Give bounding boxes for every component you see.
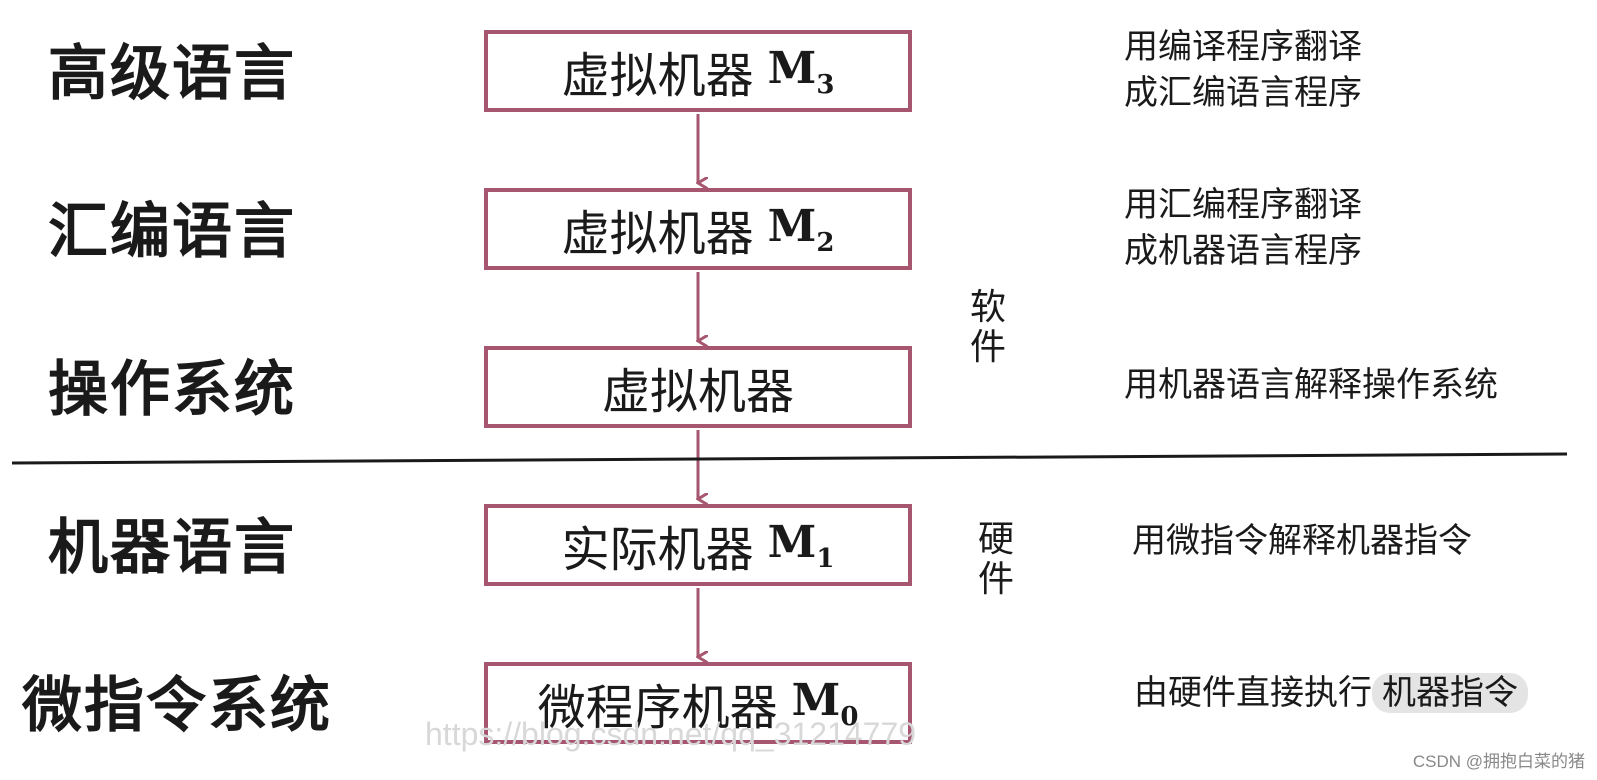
software-char: 软 [969, 287, 1006, 328]
credit-text: CSDN @拥抱白菜的猪 [1412, 752, 1585, 771]
desc-line: 用机器语言解释操作系统 [1124, 365, 1498, 405]
box-text: 虚拟机器 [601, 364, 794, 420]
level-label-assembly-language: 汇编语言 [48, 197, 296, 267]
hardware-char: 硬 [977, 519, 1014, 560]
virtual-machine-os-box: 虚拟机器 [484, 346, 912, 428]
desc-line: 用微指令解释机器指令 [1132, 521, 1472, 561]
level-label-operating-system: 操作系统 [48, 355, 296, 425]
watermark-url: https://blog.csdn.net/qq_31214779 [425, 716, 917, 752]
machine-index: M1 [767, 516, 835, 574]
software-label: 软 件 [968, 288, 1008, 368]
machine-index: M0 [791, 674, 859, 732]
box-text: 虚拟机器 [561, 206, 754, 262]
desc-line: 成汇编语言程序 [1124, 73, 1362, 113]
level-desc: 用编译程序翻译 成汇编语言程序 [1124, 24, 1362, 116]
level-desc: 用微指令解释机器指令 [1132, 518, 1472, 564]
desc-line: 用汇编程序翻译 [1124, 185, 1362, 225]
desc-line: 成机器语言程序 [1124, 231, 1362, 271]
desc-line-highlighted: 机器指令 [1372, 673, 1528, 713]
level-desc: 用机器语言解释操作系统 [1124, 362, 1498, 408]
virtual-machine-m2-box: 虚拟机器 M2 [484, 188, 912, 270]
microprogram-machine-m0-box: 微程序机器 M0 [484, 662, 912, 744]
software-char: 件 [969, 327, 1006, 368]
level-label-machine-language: 机器语言 [48, 513, 296, 583]
hardware-char: 件 [977, 559, 1014, 600]
level-label-microinstruction-system: 微指令系统 [22, 671, 332, 741]
level-desc: 用汇编程序翻译 成机器语言程序 [1124, 182, 1362, 274]
virtual-machine-m3-box: 虚拟机器 M3 [484, 30, 912, 112]
box-text: 虚拟机器 [561, 48, 754, 104]
desc-line: 用编译程序翻译 [1124, 27, 1362, 67]
machine-index: M2 [767, 200, 835, 258]
machine-index: M3 [767, 42, 835, 100]
real-machine-m1-box: 实际机器 M1 [484, 504, 912, 586]
software-hardware-divider [11, 452, 1568, 465]
box-text: 实际机器 [561, 522, 754, 578]
box-text: 微程序机器 [537, 680, 778, 736]
desc-line: 由硬件直接执行 [1134, 673, 1372, 713]
level-label-high-level-language: 高级语言 [48, 39, 296, 109]
hardware-label: 硬 件 [976, 520, 1016, 600]
level-desc: 由硬件直接执行机器指令 [1134, 670, 1528, 716]
